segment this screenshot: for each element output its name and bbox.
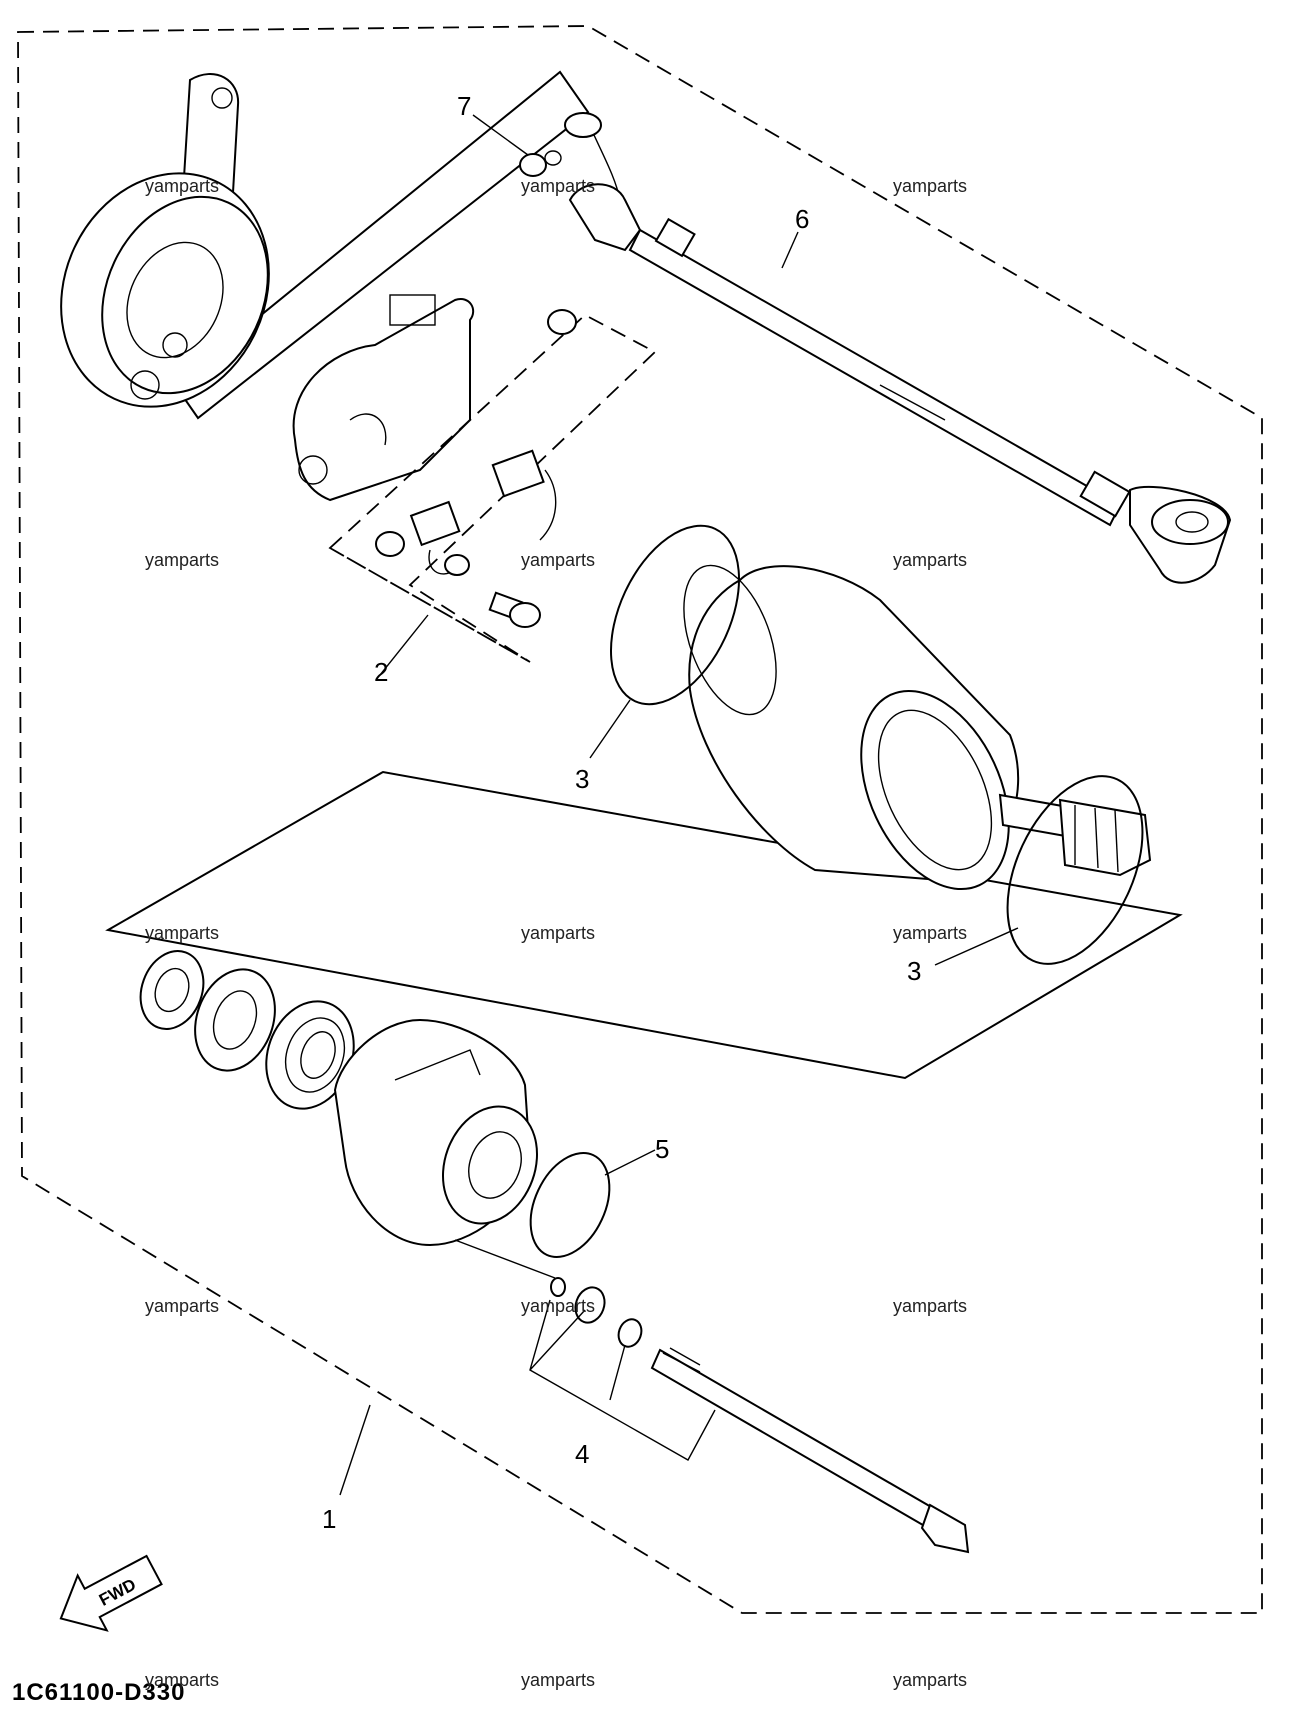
brush-kit-boundary [328,313,657,663]
nut-part [519,150,562,177]
leader-7 [472,114,529,156]
callout-3a: 3 [575,764,589,794]
watermark: yamparts [893,923,967,943]
watermark: yamparts [893,1296,967,1316]
leader-2 [379,614,429,676]
leader-3a [589,699,631,759]
leader-3b [934,927,1019,966]
callout-3b: 3 [907,956,921,986]
callout-2: 2 [374,657,388,687]
watermark: yamparts [521,550,595,570]
watermark: yamparts [521,176,595,196]
brush-holder-part [292,294,475,502]
armature-kit-boundary [105,770,1183,1080]
callout-5: 5 [655,1134,669,1164]
watermark: yamparts [145,550,219,570]
leader-1 [339,1404,371,1496]
assembly-boundary [17,25,1263,1614]
o-ring-right [1006,775,1144,965]
watermark: yamparts [145,1296,219,1316]
watermark: yamparts [145,923,219,943]
callout-6: 6 [795,204,809,234]
watermark: yamparts [145,1670,219,1690]
watermark: yamparts [521,1670,595,1690]
watermark: yamparts [521,923,595,943]
watermark: yamparts [893,550,967,570]
hardware-bracket [529,1299,716,1461]
callout-7: 7 [457,91,471,121]
front-cover-part [60,70,590,420]
watermark: yamparts [145,176,219,196]
leader-6 [781,231,799,269]
washers-bearing-parts [139,950,355,1110]
fwd-arrow: FWD [59,1554,163,1632]
leader-5 [604,1149,656,1176]
o-ring-upper [609,524,741,706]
through-bolt-hardware [550,1277,970,1554]
watermark: yamparts [521,1296,595,1316]
callout-4: 4 [575,1439,589,1469]
brush-kit-parts [375,309,577,628]
o-ring-5 [529,1152,611,1258]
lead-wire-part [564,112,1232,584]
diagram-code: 1C61100-D330 [12,1679,185,1706]
callout-1: 1 [322,1504,336,1534]
watermark: yamparts [893,1670,967,1690]
rear-cover-part [333,1018,556,1279]
watermark: yamparts [893,176,967,196]
yoke-armature-part [683,564,1152,891]
